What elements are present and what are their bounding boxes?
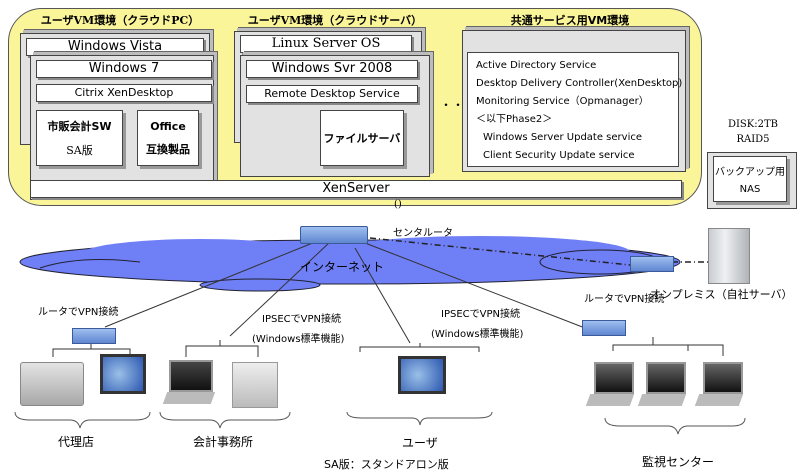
accounting-office-connection-label: IPSECでVPN接続	[262, 314, 341, 325]
monitoring-laptop-2-icon	[637, 362, 688, 410]
service-monitoring: Monitoring Service（Opmanager）	[476, 96, 649, 107]
accounting-software-box: 市販会計SW SA版	[36, 110, 123, 166]
backup-nas-box: バックアップ用 NAS	[713, 156, 787, 202]
agency-desktop-icon	[100, 354, 146, 394]
agency-printer-icon	[20, 362, 84, 406]
office-compatible-box: Office 互換製品	[137, 110, 199, 166]
service-wsus: Windows Server Update service	[483, 132, 643, 143]
accounting-office-label: 会計事務所	[193, 435, 254, 449]
accounting-software-label: 市販会計SW	[47, 120, 112, 133]
nas-label: NAS	[739, 184, 761, 195]
center-router-icon	[300, 226, 368, 244]
windows-vista-bar: Windows Vista	[26, 38, 204, 56]
hypervisor-note: ()	[394, 199, 402, 210]
backup-label: バックアップ用	[715, 167, 785, 178]
user-desktop-icon	[398, 356, 446, 394]
raid-level: RAID5	[736, 134, 770, 145]
footnote: SA版：スタンドアロン版	[324, 458, 449, 471]
agency-router-icon	[72, 328, 116, 344]
monitoring-center-connection-label: ルータでVPN接続	[584, 294, 665, 305]
user-connection-label: IPSECでVPN接続	[441, 309, 520, 320]
sa-edition-label: SA版	[66, 144, 93, 157]
common-services-title: 共通サービス用VM環境	[510, 14, 630, 27]
cloud-server-title: ユーザVM環境（クラウドサーバ）	[247, 14, 423, 27]
accounting-office-laptop-icon	[162, 360, 216, 408]
xenserver-bar: XenServer	[30, 180, 682, 198]
windows-svr-2008-bar: Windows Svr 2008	[246, 60, 418, 78]
internet-label: インターネット	[300, 260, 385, 274]
on-premise-server-icon	[708, 228, 750, 284]
monitoring-center-label: 監視センター	[642, 455, 715, 469]
service-client-security: Client Security Update service	[483, 150, 635, 161]
phase2-heading: ＜以下Phase2＞	[476, 114, 553, 125]
disk-spec: DISK:2TB RAID5	[718, 117, 788, 147]
accounting-office-connection-note: (Windows標準機能)	[252, 334, 345, 345]
monitoring-laptop-3-icon	[694, 362, 745, 410]
agency-connection-label: ルータでVPN接続	[38, 307, 119, 318]
remote-desktop-service-bar: Remote Desktop Service	[246, 85, 418, 103]
on-premise-router-icon	[630, 256, 674, 272]
on-premise-label: オンプレミス（自社サーバ）	[650, 288, 793, 301]
service-active-directory: Active Directory Service	[476, 60, 597, 71]
user-label: ユーザ	[402, 436, 438, 450]
internet-cloud	[19, 236, 681, 292]
compatible-product-label: 互換製品	[146, 142, 190, 156]
monitoring-laptop-1-icon	[585, 362, 636, 410]
common-services-panel: Active Directory Service Desktop Deliver…	[467, 52, 683, 167]
center-router-label: センタルータ	[393, 228, 453, 239]
windows-7-bar: Windows 7	[36, 60, 212, 78]
cloud-pc-title: ユーザVM環境（クラウドPC）	[40, 14, 200, 27]
office-label: Office	[150, 119, 186, 133]
more-environments-ellipsis: ・・	[440, 98, 465, 112]
user-connection-note: (Windows標準機能)	[431, 329, 524, 340]
disk-capacity: DISK:2TB	[727, 119, 779, 130]
accounting-office-printer-icon	[232, 362, 278, 408]
linux-server-os-bar: Linux Server OS	[240, 35, 412, 53]
agency-label: 代理店	[58, 435, 95, 449]
citrix-xendesktop-bar: Citrix XenDesktop	[36, 84, 212, 102]
monitoring-center-router-icon	[582, 320, 626, 336]
file-server-box: ファイルサーバ	[320, 110, 404, 166]
service-desktop-delivery-controller: Desktop Delivery Controller(XenDesktop)	[476, 78, 683, 89]
